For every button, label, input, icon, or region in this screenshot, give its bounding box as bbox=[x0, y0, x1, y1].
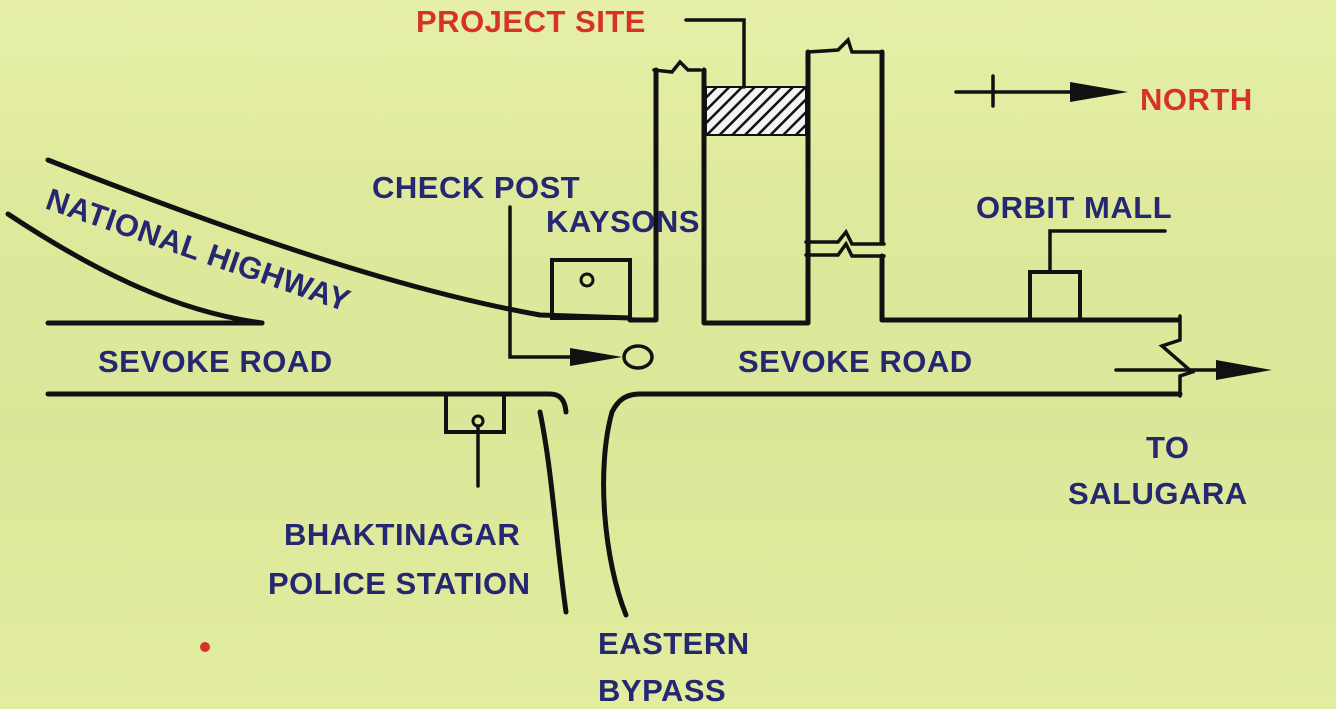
north-arrow-icon bbox=[1070, 82, 1128, 102]
police-station-building bbox=[444, 392, 506, 434]
north-lane-break-top bbox=[806, 36, 884, 54]
project-site-leader-line bbox=[684, 18, 746, 89]
sevoke-road-label-west: SEVOKE ROAD bbox=[98, 344, 333, 379]
check-post-leader-line bbox=[508, 205, 588, 359]
check-post-label: CHECK POST bbox=[372, 170, 580, 205]
kaysons-marker-icon bbox=[579, 272, 595, 288]
check-post-marker-icon bbox=[622, 344, 654, 370]
north-lane-break-mid-b bbox=[804, 240, 886, 258]
direction-arrow-icon bbox=[1216, 360, 1272, 380]
kaysons-building bbox=[550, 258, 632, 320]
project-lane-east-edge bbox=[701, 49, 811, 326]
national-highway-upper-edge bbox=[45, 157, 633, 321]
national-highway-lower-edge bbox=[5, 211, 265, 326]
project-site-label: PROJECT SITE bbox=[416, 4, 646, 39]
red-dot-mark bbox=[200, 642, 210, 652]
orbit-mall-leader-line bbox=[1048, 229, 1167, 274]
sevoke-road-south-edge-west bbox=[45, 391, 569, 415]
eastern-bypass-label-line1: EASTERN bbox=[598, 626, 750, 661]
eastern-bypass-west-edge bbox=[537, 409, 569, 615]
hatched-site-icon bbox=[705, 86, 807, 136]
eastern-bypass-east-edge bbox=[601, 409, 629, 618]
salugara-label: SALUGARA bbox=[1068, 476, 1248, 511]
national-highway-label: NATIONAL HIGHWAY bbox=[42, 182, 355, 319]
sevoke-road-label-east: SEVOKE ROAD bbox=[738, 344, 973, 379]
sevoke-road-east-break bbox=[1158, 314, 1196, 398]
police-station-label-line2: POLICE STATION bbox=[268, 566, 530, 601]
check-post-arrowhead-icon bbox=[570, 348, 622, 366]
police-station-label-line1: BHAKTINAGAR bbox=[284, 517, 520, 552]
project-lane-break-left bbox=[652, 59, 702, 74]
project-lane-west-edge bbox=[627, 67, 659, 323]
north-label: NORTH bbox=[1140, 82, 1253, 117]
orbit-mall-label: ORBIT MALL bbox=[976, 190, 1172, 225]
to-label: TO bbox=[1146, 430, 1190, 465]
north-lane-break-mid-a bbox=[804, 228, 886, 246]
kaysons-label: KAYSONS bbox=[546, 204, 700, 239]
sevoke-road-south-edge-east bbox=[609, 391, 1183, 415]
orbit-mall-building bbox=[1028, 270, 1082, 322]
eastern-bypass-label-line2: BYPASS bbox=[598, 673, 726, 708]
